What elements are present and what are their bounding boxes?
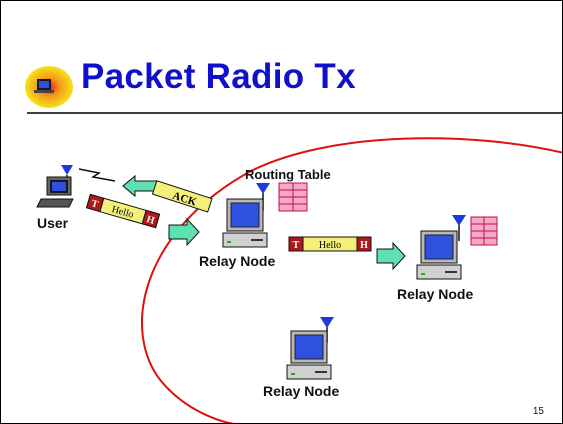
- routing-table-icon-1: [278, 182, 308, 212]
- computer-antenna-icon-3: [286, 317, 334, 380]
- relay-node-label-2: Relay Node: [397, 286, 474, 302]
- user-label: User: [37, 215, 69, 231]
- routing-table-label: Routing Table: [245, 167, 331, 182]
- radio-wave: [78, 168, 116, 182]
- relay-node-label-1: Relay Node: [199, 253, 276, 269]
- packet-head-1: H: [145, 214, 156, 227]
- forward-arrow-2: [376, 241, 406, 271]
- forward-arrow-1: [168, 217, 200, 247]
- hello-packet-2: [288, 236, 372, 252]
- ack-packet: [151, 180, 213, 213]
- packet-body-2: Hello: [319, 240, 341, 251]
- slide-title: Packet Radio Tx: [81, 57, 356, 96]
- page-number: 15: [532, 406, 544, 417]
- computer-antenna-icon-1: [222, 183, 270, 248]
- title-divider: [27, 112, 562, 114]
- laptop-icon: [36, 165, 74, 208]
- relay-node-label-3: Relay Node: [263, 383, 340, 399]
- packet-head-2: H: [360, 240, 368, 251]
- packet-tail-2: T: [293, 240, 300, 251]
- network-boundary: [141, 137, 562, 423]
- ack-arrow: [122, 174, 158, 198]
- routing-table-icon-2: [470, 216, 498, 246]
- packet-tail-1: T: [90, 198, 100, 211]
- radar-logo-icon: [25, 66, 73, 108]
- computer-antenna-icon-2: [416, 215, 466, 280]
- hello-packet-1: [85, 193, 161, 229]
